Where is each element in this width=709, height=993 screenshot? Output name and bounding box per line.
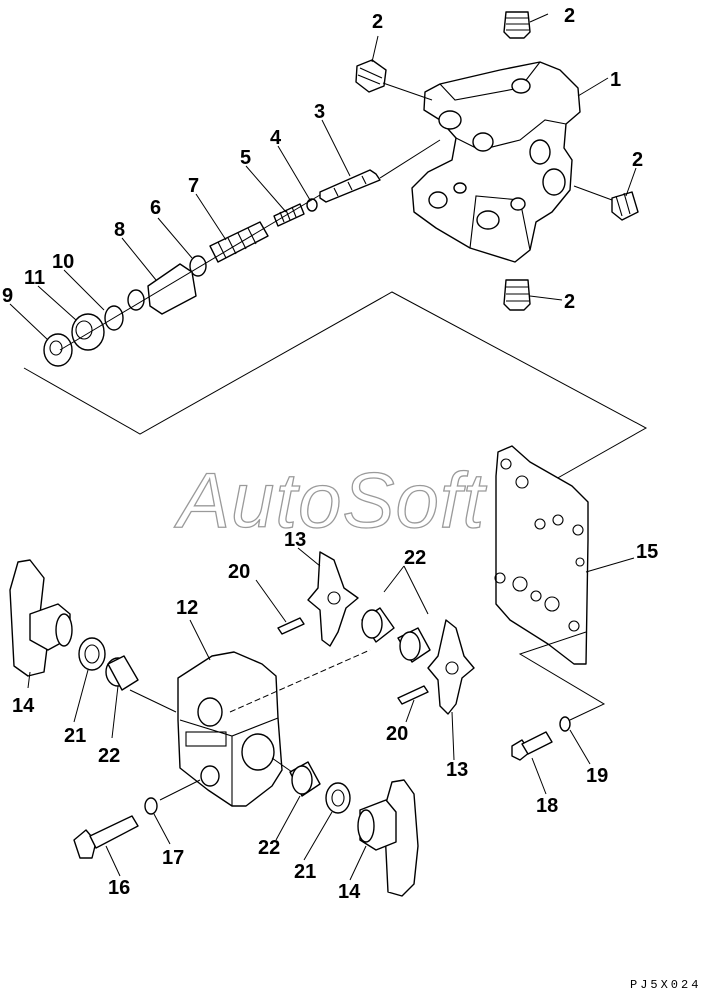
- washer-part-19: [559, 716, 571, 732]
- axis-line-lower-left: [129, 689, 177, 713]
- bushing-part-22-upper-b: [397, 627, 431, 663]
- grouping-outline-upper: [23, 291, 648, 489]
- callout-part-1: 1: [610, 69, 621, 91]
- callout-part-14: 14: [338, 881, 361, 903]
- bushing-part-22-left: [105, 655, 139, 691]
- flange-part-14-left: [9, 559, 73, 677]
- axis-line-lower-center: [229, 649, 371, 713]
- callout-part-21: 21: [64, 725, 86, 747]
- callout-part-6: 6: [150, 197, 161, 219]
- pin-part-20-upper: [277, 617, 305, 635]
- bolt-part-18: [511, 731, 553, 761]
- flange-part-14-right: [357, 779, 419, 897]
- callout-part-22: 22: [404, 547, 426, 569]
- callout-part-13: 13: [284, 529, 306, 551]
- callout-part-13: 13: [446, 759, 468, 781]
- callout-part-4: 4: [270, 127, 282, 149]
- ring-part-21-left: [78, 637, 106, 671]
- callout-part-16: 16: [108, 877, 130, 899]
- callout-part-18: 18: [536, 795, 558, 817]
- callout-part-14: 14: [12, 695, 35, 717]
- washer-part-9: [43, 333, 73, 367]
- bracket-part-13-lower: [427, 619, 475, 715]
- callout-part-2: 2: [632, 149, 643, 171]
- callout-part-11: 11: [24, 267, 45, 289]
- plug-part-2-left: [355, 59, 387, 93]
- valve-body-part-1: [411, 61, 581, 263]
- callout-part-5: 5: [240, 147, 251, 169]
- callout-part-12: 12: [176, 597, 198, 619]
- bushing-part-22-right: [289, 761, 321, 797]
- plug-part-2-bottom: [503, 279, 531, 311]
- axis-line-lower-right: [271, 757, 293, 773]
- pin-part-20-lower: [397, 685, 429, 705]
- plug-part-2-top: [503, 11, 531, 39]
- washer-part-17: [144, 797, 158, 815]
- axis-line-plug-left: [382, 82, 433, 101]
- bolt-part-16: [73, 815, 139, 859]
- callout-part-3: 3: [314, 101, 325, 123]
- bushing-part-22-upper-a: [361, 607, 395, 643]
- callout-part-22: 22: [98, 745, 120, 767]
- callout-part-7: 7: [188, 175, 199, 197]
- ring-part-4: [306, 198, 318, 212]
- callout-part-20: 20: [386, 723, 408, 745]
- callout-part-9: 9: [2, 285, 13, 307]
- callout-part-17: 17: [162, 847, 184, 869]
- bracket-part-13-upper: [307, 551, 359, 647]
- cap-part-11: [71, 313, 105, 351]
- callout-part-10: 10: [52, 251, 74, 273]
- plate-part-15: [494, 445, 589, 665]
- callout-part-19: 19: [586, 765, 608, 787]
- watermark: AutoSoft: [174, 456, 488, 544]
- callout-part-20: 20: [228, 561, 250, 583]
- callout-part-8: 8: [114, 219, 125, 241]
- plug-part-2-right: [611, 191, 639, 221]
- drawing-code: PJ5X024: [630, 978, 701, 992]
- callout-part-21: 21: [294, 861, 316, 883]
- axis-line-upper: [59, 139, 441, 351]
- callout-part-2: 2: [372, 11, 383, 33]
- callout-part-22: 22: [258, 837, 280, 859]
- grouping-outline-plate: [518, 631, 606, 721]
- axis-line-lower-bolt: [159, 779, 201, 801]
- spool-part-3: [319, 169, 381, 203]
- housing-part-12: [177, 651, 283, 807]
- axis-line-plug-right: [573, 185, 613, 201]
- retainer-part-6: [189, 255, 207, 277]
- callout-part-15: 15: [636, 541, 658, 563]
- ring-part-21-right: [325, 782, 351, 814]
- callout-part-2: 2: [564, 5, 575, 27]
- callout-part-2: 2: [564, 291, 575, 313]
